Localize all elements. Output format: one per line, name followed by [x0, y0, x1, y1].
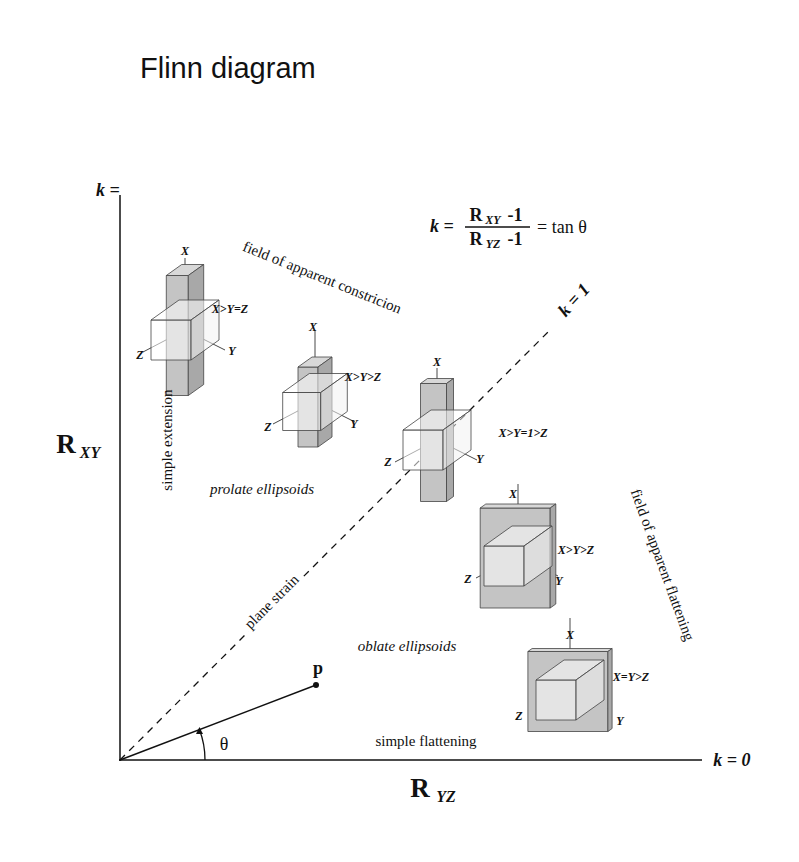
plane-strain-k: k = 1 [554, 279, 594, 321]
axis-letter: Z [464, 573, 471, 587]
unit-cube-front [151, 320, 191, 360]
strain-relation: X>Y>Z [558, 544, 594, 558]
diagram-label: YZ [436, 788, 456, 806]
formula-sub: XY [485, 214, 500, 228]
strain-relation: X>Y>Z [345, 371, 381, 385]
theta-arrow [196, 727, 203, 734]
unit-cube-front [484, 546, 524, 586]
formula-minus: -1 [508, 229, 523, 250]
strained-block-side [608, 649, 612, 732]
axis-letter: Y [228, 345, 235, 359]
formula-k: k = [430, 216, 454, 237]
unit-cube-side [321, 374, 348, 431]
diagram-label: k = 0 [710, 750, 753, 771]
axis-letter: X [433, 356, 441, 370]
axis-letter: X [566, 629, 574, 643]
axis-letter: Y [350, 418, 357, 432]
axis-letter: Y [476, 453, 483, 467]
strain-relation: X>Y=1>Z [498, 427, 547, 441]
axis-letter: Z [515, 710, 522, 724]
diagram-label: plane strain [239, 569, 305, 635]
axis-letter: X [181, 245, 189, 259]
formula-minus: -1 [508, 205, 523, 226]
axis-letter: Y [555, 575, 562, 589]
strained-block-front [528, 652, 608, 732]
diagram-label: R [410, 773, 430, 804]
unit-cube-front [536, 680, 576, 720]
diagram-label: R [56, 429, 76, 460]
strain-relation: X=Y>Z [613, 671, 649, 685]
formula-tan: = tan θ [537, 217, 587, 238]
strained-block-top [528, 649, 612, 652]
axis-letter: Z [264, 421, 271, 435]
diagram-label: simple flattening [375, 733, 476, 750]
unit-cube-front [283, 393, 321, 431]
unit-cube-front [403, 430, 443, 470]
point-p [313, 682, 319, 688]
theta-arc [199, 730, 205, 760]
strain-relation: X>Y=Z [212, 303, 248, 317]
axis-letter: X [309, 321, 317, 335]
strained-block-top [480, 504, 556, 508]
formula-r: R [470, 205, 483, 226]
formula-sub: YZ [486, 238, 501, 252]
unit-cube-side [524, 526, 552, 586]
field-label: field of apparent constricion [240, 238, 404, 318]
axis-letter: Y [616, 715, 623, 729]
x-axis [119, 759, 702, 761]
unit-cube-side [443, 410, 471, 470]
formula-r: R [470, 229, 483, 250]
diagram-label: XY [80, 444, 100, 462]
axis-letter: Z [384, 456, 391, 470]
diagram-label: field of apparent flattening [625, 482, 699, 648]
axis-k-label: k = [96, 180, 120, 201]
diagram-label: simple extension [159, 389, 176, 490]
diagram-label: oblate ellipsoids [358, 638, 457, 655]
diagram-label: p [313, 658, 323, 679]
diagram-label: θ [220, 734, 229, 755]
diagram-title: Flinn diagram [140, 52, 316, 85]
unit-cube-side [576, 660, 604, 720]
axis-letter: X [509, 488, 517, 502]
axis-letter: Z [136, 349, 143, 363]
diagram-label: prolate ellipsoids [210, 481, 314, 498]
vector-p [120, 685, 316, 760]
y-axis [119, 195, 121, 761]
